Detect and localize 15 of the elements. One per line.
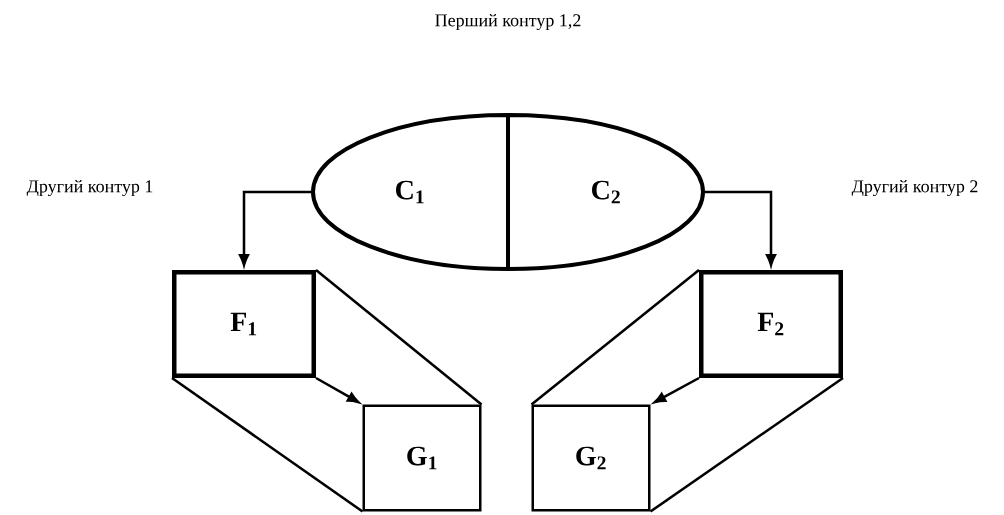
arrow xyxy=(703,190,777,267)
text-label: Другий контур 1 xyxy=(26,179,153,197)
arrow xyxy=(653,376,700,404)
connector-line xyxy=(530,269,700,406)
arrow xyxy=(315,376,360,404)
process-box: F$_{2}$ xyxy=(699,270,843,378)
connector-line xyxy=(315,269,483,406)
connector-line xyxy=(171,376,364,513)
connector-line xyxy=(649,376,844,513)
text-label: Другий контур 2 xyxy=(851,179,978,197)
process-box: G$_{1}$ xyxy=(362,404,482,512)
text-label: Перший контур 1,2 xyxy=(435,13,581,31)
process-box: F$_{1}$ xyxy=(172,270,316,378)
arrow xyxy=(238,190,313,267)
process-box: G$_{2}$ xyxy=(531,404,651,512)
